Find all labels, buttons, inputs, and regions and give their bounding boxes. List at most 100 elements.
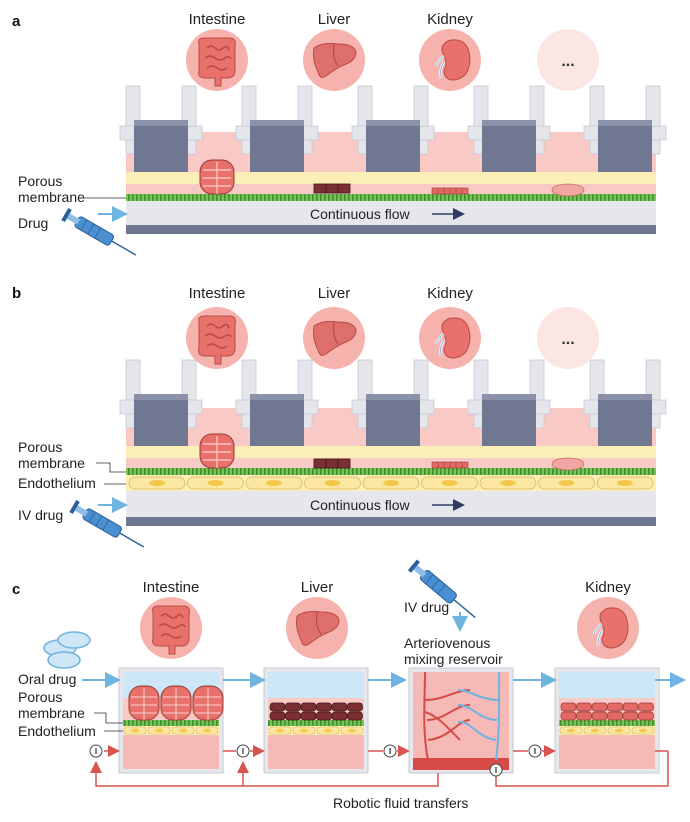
kidney-cell	[591, 711, 608, 721]
oral-drug-label: Oral drug	[18, 671, 76, 687]
cell-nucleus	[617, 480, 633, 486]
mixing-reservoir	[408, 667, 514, 774]
kidney-cell	[638, 702, 654, 712]
membrane-label-line2: membrane	[18, 455, 85, 471]
hepatocyte	[331, 702, 348, 712]
membrane-label-line2: membrane	[18, 705, 85, 721]
cell-nucleus	[155, 728, 163, 733]
kidney-tissue	[431, 187, 469, 195]
membrane-leader	[94, 712, 123, 724]
transfers-label: Robotic fluid transfers	[333, 795, 468, 811]
cell-nucleus	[348, 728, 356, 733]
cell-nucleus	[324, 728, 332, 733]
membrane-label-line1: Porous	[18, 689, 62, 705]
membrane-label-line1: Porous	[18, 173, 62, 189]
hepatocyte	[300, 702, 317, 712]
hepatocyte	[316, 711, 332, 721]
hepatocyte	[347, 711, 363, 721]
intestine-tissue	[199, 159, 235, 195]
cell-nucleus	[567, 728, 575, 733]
cell-nucleus	[203, 728, 211, 733]
cell-nucleus	[266, 480, 282, 486]
organ-label-intestine: Intestine	[189, 285, 246, 302]
porous-membrane-strip	[126, 194, 656, 201]
liver-tissue	[313, 458, 351, 469]
kidney-cell	[560, 711, 577, 721]
liver-tissue	[313, 183, 351, 194]
panel-c: c Intestine Liver Kidney	[12, 558, 686, 811]
robotic-transfer-lines	[90, 745, 669, 787]
villus-cell-lines	[131, 688, 157, 720]
hepatocyte	[347, 702, 363, 712]
membrane-label-line2: membrane	[18, 189, 85, 205]
more-organs-icon	[537, 307, 599, 369]
cell-nucleus	[500, 480, 516, 486]
hepatocyte	[300, 711, 317, 721]
kidney-cell	[607, 702, 623, 712]
cream-layer	[126, 446, 656, 458]
cell-nucleus	[207, 480, 224, 486]
cell-nucleus	[179, 728, 187, 733]
cell-nucleus	[300, 728, 308, 733]
organ-label-kidney: Kidney	[427, 11, 473, 28]
porous-membrane-strip	[126, 468, 656, 475]
reservoir-label-line1: Arteriovenous	[404, 635, 490, 651]
hepatocyte	[285, 702, 301, 712]
iv-drug-label: IV drug	[18, 507, 63, 523]
iv-drug-label: IV drug	[404, 599, 449, 615]
panel-b: b Intestine Liver Kidney ...	[12, 285, 667, 554]
organ-label-kidney: Kidney	[585, 579, 631, 596]
cell-nucleus	[324, 480, 341, 486]
intestine-icon	[139, 596, 203, 660]
endothelium-label: Endothelium	[18, 723, 96, 739]
kidney-well	[554, 667, 660, 774]
cell-nucleus	[131, 728, 139, 733]
kidney-tissue	[431, 461, 469, 469]
kidney-cell	[576, 711, 592, 721]
more-organs-ellipsis: ...	[561, 53, 574, 70]
cell-nucleus	[615, 728, 623, 733]
organ-label-liver: Liver	[318, 285, 351, 302]
panel-a-letter: a	[12, 13, 21, 30]
kidney-cell	[607, 711, 623, 721]
intestine-well	[118, 667, 224, 774]
kidney-cell	[622, 711, 639, 721]
organ-label-liver: Liver	[318, 11, 351, 28]
liver-well	[263, 667, 369, 774]
kidney-icon	[575, 595, 641, 661]
kidney-cell	[591, 702, 608, 712]
chip-base	[126, 225, 656, 234]
liver-icon	[285, 596, 349, 660]
panel-b-letter: b	[12, 285, 21, 302]
kidney-cell	[576, 702, 592, 712]
valve-icon	[236, 744, 250, 758]
valve-icon	[528, 744, 542, 758]
villus-cell-lines	[195, 688, 221, 720]
hepatocyte	[316, 702, 332, 712]
flow-channel	[126, 491, 656, 517]
valve-icon	[89, 744, 103, 758]
hepatocyte	[331, 711, 348, 721]
cell-nucleus	[591, 728, 599, 733]
flow-label: Continuous flow	[310, 206, 411, 222]
organ-label-kidney: Kidney	[427, 285, 473, 302]
cell-nucleus	[441, 480, 458, 486]
panel-a: a Intestine Liver Kidney ...	[12, 11, 667, 262]
hepatocyte	[285, 711, 301, 721]
valve-icon	[383, 744, 397, 758]
flow-label: Continuous flow	[310, 497, 411, 513]
endothelium-layer	[126, 475, 656, 491]
organ-label-liver: Liver	[301, 579, 334, 596]
liver-icon	[302, 28, 366, 92]
villus-cell-lines	[163, 688, 189, 720]
intestine-icon	[185, 28, 249, 92]
organ-label-intestine: Intestine	[143, 579, 200, 596]
drug-label: Drug	[18, 215, 48, 231]
kidney-cell	[638, 711, 654, 721]
hepatocyte	[269, 711, 286, 721]
pills-icon	[43, 631, 91, 669]
chip-base	[126, 517, 656, 526]
cell-nucleus	[558, 480, 575, 486]
reservoir-label-line2: mixing reservoir	[404, 651, 503, 667]
hepatocyte	[269, 702, 286, 712]
